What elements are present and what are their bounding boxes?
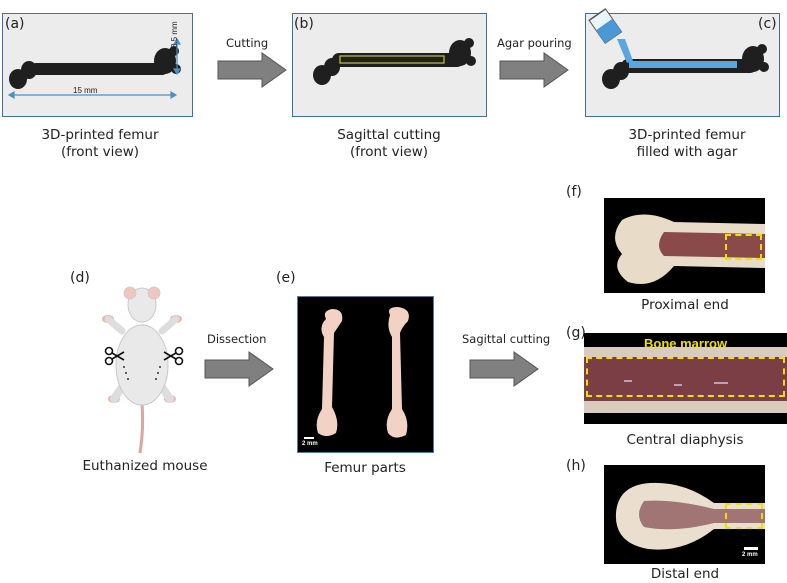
scissors-icon-left [104,346,125,366]
distal-end-photo: 2 mm [604,465,765,564]
caption-a-line1: 3D-printed femur [41,127,159,143]
panel-a-label: (a) [5,16,25,32]
highlight-box-f [725,234,762,260]
scissors-icon-right [163,346,184,366]
proximal-bone [615,214,765,284]
caption-b-line2: (front view) [349,144,429,160]
panel-f-label: (f) [566,184,582,200]
panel-b-label: (b) [294,16,314,32]
arrow-a-to-b [217,52,287,88]
arrow-label-agar-pouring: Agar pouring [497,36,572,50]
caption-h: Distal end [650,566,720,582]
femur-parts-photo: 2 mm [297,296,434,453]
height-dimension-label: 3.5 mm [170,21,179,48]
caption-a: 3D-printed femur (front view) [30,127,170,161]
panel-h-label: (h) [566,458,586,474]
caption-g: Central diaphysis [626,432,744,448]
caption-c: 3D-printed femur filled with agar [617,127,757,161]
scale-label-e: 2 mm [302,441,318,447]
mouse-illustration [102,286,182,454]
panel-c-label: (c) [758,16,777,32]
caption-c-line2: filled with agar [636,144,738,160]
highlight-box-h [725,503,763,529]
scale-bar-e [304,437,314,439]
agar-stream [617,39,633,63]
femur-bones [316,307,409,438]
scale-label-h: 2 mm [742,552,758,558]
dimension-lines-a [7,37,182,100]
caption-b-line1: Sagittal cutting [337,127,441,143]
caption-a-line2: (front view) [60,144,140,160]
femur-model-c [602,39,769,89]
caption-b: Sagittal cutting (front view) [319,127,459,161]
cut-outline [339,55,445,64]
arrow-label-cutting: Cutting [226,36,269,50]
femur-model-b [313,38,476,85]
proximal-end-photo [604,198,765,293]
bone-marrow-label: Bone marrow [644,336,728,351]
highlight-box-g [586,357,785,397]
agar-fill [629,61,737,68]
arrow-label-dissection: Dissection [207,332,267,346]
caption-f: Proximal end [641,297,729,313]
caption-d: Euthanized mouse [82,458,208,474]
arrow-e-to-fgh [469,351,539,387]
width-dimension-label: 15 mm [73,86,98,95]
panel-d-label: (d) [70,270,90,286]
arrow-d-to-e [204,351,274,387]
scale-bar-h [744,547,758,550]
panel-g-label: (g) [566,325,586,341]
central-diaphysis-photo: Bone marrow [584,333,787,424]
arrow-label-sagittal-cutting: Sagittal cutting [462,332,551,346]
caption-c-line1: 3D-printed femur [628,127,746,143]
beaker-icon [588,8,623,45]
caption-e: Femur parts [324,460,406,476]
arrow-b-to-c [499,52,569,88]
panel-e-label: (e) [276,270,296,286]
distal-bone [615,482,765,550]
